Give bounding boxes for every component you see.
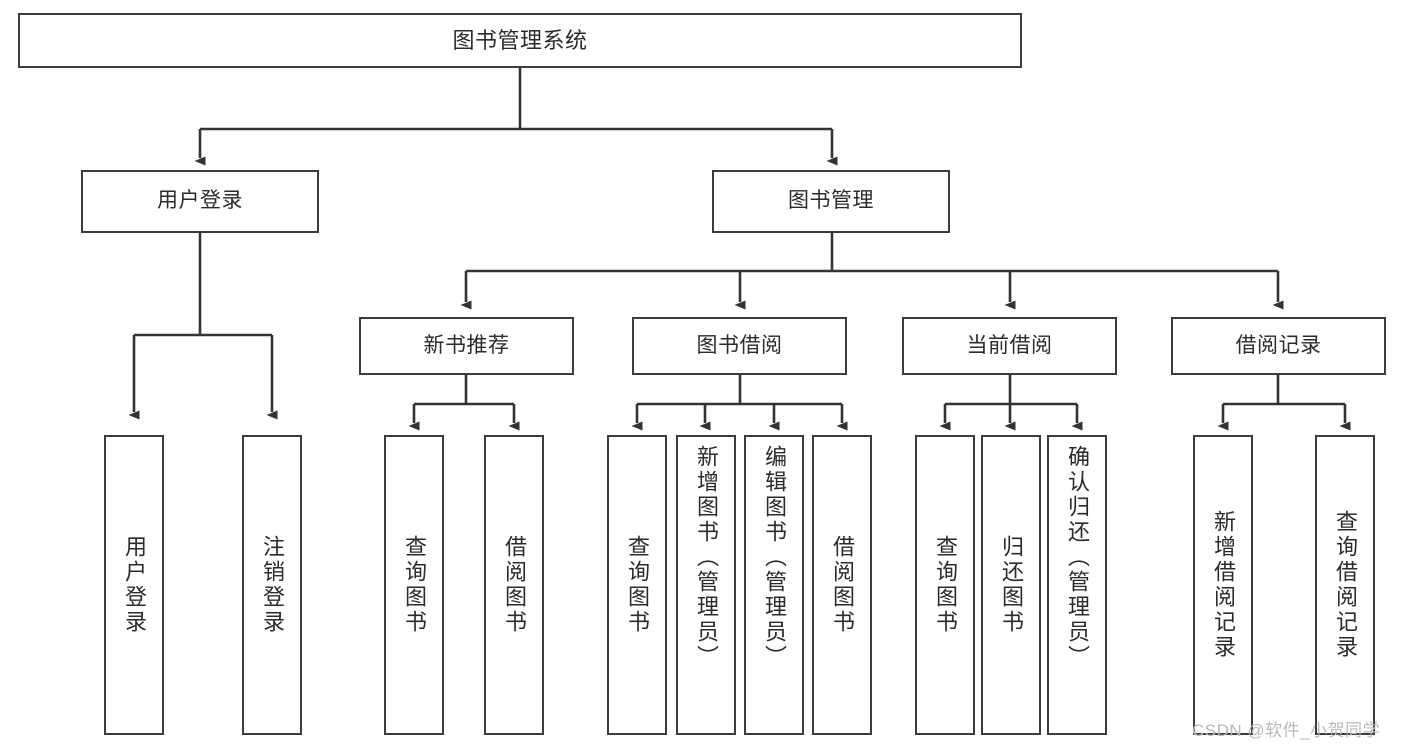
node-label: 确认归还（管理员） (1065, 445, 1090, 670)
node-current-borrow[interactable]: 当前借阅 (902, 317, 1117, 375)
node-label: 用户登录 (122, 535, 147, 635)
node-label: 查询图书 (625, 535, 650, 635)
node-book-manage[interactable]: 图书管理 (712, 170, 950, 233)
node-label: 借阅图书 (502, 535, 527, 635)
leaf-new-book-query[interactable]: 查询图书 (384, 435, 444, 735)
node-label: 新书推荐 (423, 333, 510, 357)
node-label: 图书借阅 (696, 333, 783, 357)
node-label: 新增借阅记录 (1211, 510, 1236, 660)
node-label: 借阅记录 (1235, 333, 1322, 357)
leaf-records-query-record[interactable]: 查询借阅记录 (1315, 435, 1375, 735)
watermark-text: CSDN @软件_小贺同学 (1192, 721, 1381, 740)
node-label: 新增图书（管理员） (694, 445, 719, 670)
node-root-system[interactable]: 图书管理系统 (18, 13, 1022, 68)
leaf-user-login-login[interactable]: 用户登录 (104, 435, 164, 735)
leaf-records-add-record[interactable]: 新增借阅记录 (1193, 435, 1253, 735)
node-label: 用户登录 (157, 189, 243, 213)
node-label: 编辑图书（管理员） (762, 445, 787, 670)
node-label: 注销登录 (260, 535, 285, 635)
node-label: 查询图书 (933, 535, 958, 635)
node-label: 查询借阅记录 (1333, 510, 1358, 660)
node-label: 当前借阅 (966, 333, 1053, 357)
node-user-login[interactable]: 用户登录 (81, 170, 319, 233)
leaf-current-confirm-return-admin[interactable]: 确认归还（管理员） (1047, 435, 1107, 735)
leaf-borrow-edit-book-admin[interactable]: 编辑图书（管理员） (744, 435, 804, 735)
leaf-new-book-borrow[interactable]: 借阅图书 (484, 435, 544, 735)
leaf-borrow-add-book-admin[interactable]: 新增图书（管理员） (676, 435, 736, 735)
leaf-current-return-book[interactable]: 归还图书 (981, 435, 1041, 735)
node-borrow-records[interactable]: 借阅记录 (1171, 317, 1386, 375)
node-label: 借阅图书 (830, 535, 855, 635)
node-label: 归还图书 (999, 535, 1024, 635)
node-label: 查询图书 (402, 535, 427, 635)
leaf-user-login-logout[interactable]: 注销登录 (242, 435, 302, 735)
leaf-borrow-query-book[interactable]: 查询图书 (607, 435, 667, 735)
node-new-book-recommend[interactable]: 新书推荐 (359, 317, 574, 375)
leaf-borrow-borrow-book[interactable]: 借阅图书 (812, 435, 872, 735)
leaf-current-query-book[interactable]: 查询图书 (915, 435, 975, 735)
node-label: 图书管理 (788, 189, 874, 213)
node-book-borrow[interactable]: 图书借阅 (632, 317, 847, 375)
node-label: 图书管理系统 (452, 27, 588, 53)
